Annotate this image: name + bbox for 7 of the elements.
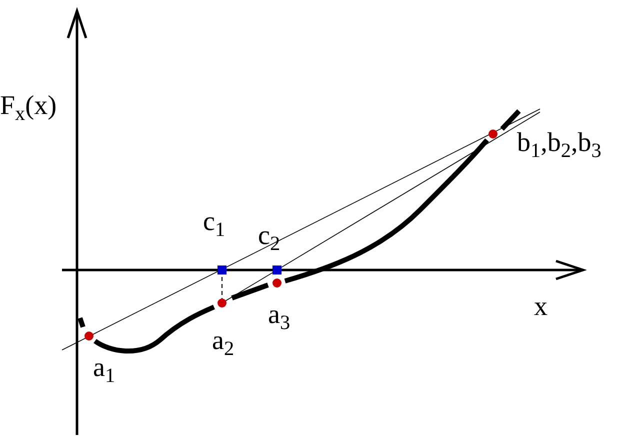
axis-label: F$_{x}$(x) <box>0 92 57 124</box>
point-label: a$_{1}$ <box>93 354 116 386</box>
point-label: a$_{2}$ <box>212 327 234 360</box>
axis-label: x <box>534 293 548 320</box>
point-label: a$_{3}$ <box>268 301 290 334</box>
point-label: b$_{1}$,b$_{2}$,b$_{3}$ <box>517 129 602 162</box>
point-label: c$_{1}$ <box>203 208 226 240</box>
